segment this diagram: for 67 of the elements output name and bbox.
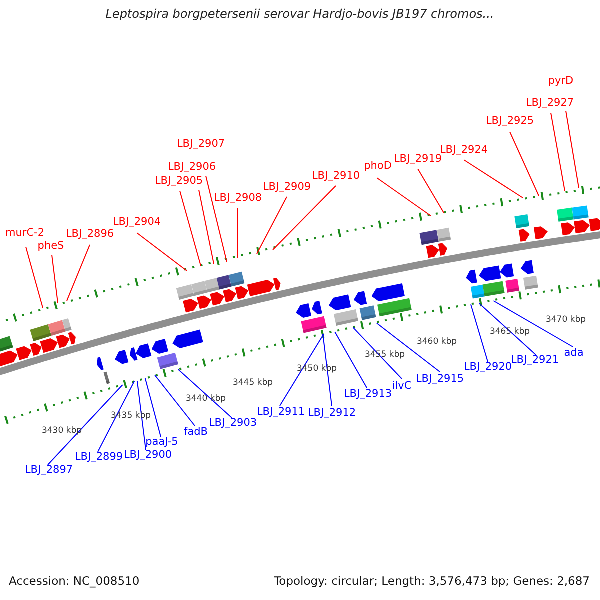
gene-label: LBJ_2906 [168, 161, 216, 173]
leader-line [470, 304, 488, 362]
gene-label: LBJ_2903 [208, 417, 258, 429]
gene-label: LBJ_2900 [124, 449, 172, 461]
gene-label: LBJ_2915 [416, 373, 464, 385]
leader-line [26, 246, 44, 308]
leader-line [493, 300, 574, 348]
gene-label: LBJ_2921 [510, 354, 560, 366]
leader-line [206, 176, 228, 262]
gene-label: phoD [364, 160, 392, 172]
gene-label: fadB [184, 426, 208, 438]
leader-line [464, 160, 524, 198]
leader-line [566, 110, 580, 188]
gene-label: ada [564, 347, 584, 359]
gene-label: LBJ_2896 [66, 228, 114, 240]
leader-line [256, 196, 288, 254]
scale-tick-label: 3445 kbp [232, 378, 274, 388]
leader-line [352, 327, 402, 380]
leader-line [334, 332, 368, 388]
gene-label: LBJ_2927 [526, 97, 574, 109]
gene-label: LBJ_2912 [308, 407, 356, 419]
gene-label: LBJ_2897 [24, 464, 74, 476]
leader-line [376, 178, 432, 216]
gene-label: pyrD [548, 75, 574, 87]
gene-label: paaJ-5 [146, 436, 178, 448]
leader-line [178, 369, 232, 418]
footer-text: Accession: NC_008510 [9, 575, 140, 587]
scale-tick-label: 3460 kbp [416, 337, 458, 347]
gene-label: LBJ_2904 [112, 216, 162, 228]
leader-line [418, 168, 444, 214]
scale-tick-label: 3470 kbp [546, 315, 586, 325]
gene-label: LBJ_2920 [464, 361, 512, 373]
gene-label: LBJ_2910 [312, 170, 360, 182]
gene-label: ilvC [392, 380, 412, 392]
leader-line [478, 303, 536, 356]
leader-line [52, 254, 58, 304]
leader-line [98, 380, 136, 452]
leader-line [322, 334, 332, 406]
scale-tick-label: 3465 kbp [490, 327, 530, 337]
leader-line [510, 132, 540, 196]
leader-line [376, 322, 440, 372]
leader-line [66, 244, 90, 302]
gene-label: LBJ_2899 [74, 451, 124, 463]
leader-line [136, 380, 146, 450]
gene-label: pheS [38, 240, 64, 252]
gene-label: LBJ_2924 [440, 144, 488, 156]
gene-label: LBJ_2911 [256, 406, 306, 418]
leader-line [144, 378, 162, 438]
gene-label: LBJ_2905 [154, 175, 204, 187]
title: Leptospira borgpetersenii serovar Hardjo-bovis JB197 chromos... [106, 8, 494, 20]
gene-label: murC-2 [6, 227, 44, 239]
leader-line [280, 334, 324, 406]
leader-line [136, 232, 188, 272]
leader-line [550, 112, 566, 192]
leader-line [48, 384, 124, 466]
leader-line [154, 374, 196, 426]
gene-label: LBJ_2919 [394, 153, 442, 165]
leader-line [180, 190, 202, 266]
leader-line [272, 186, 336, 250]
scale-tick-label: 3440 kbp [186, 394, 226, 404]
gene-label: LBJ_2907 [176, 138, 226, 150]
gene-label: LBJ_2925 [486, 115, 534, 127]
gene-label: LBJ_2909 [262, 181, 312, 193]
gene-label: LBJ_2908 [214, 192, 262, 204]
leader-line [198, 190, 214, 264]
gene-label: LBJ_2913 [344, 388, 392, 400]
footer-text: Topology: circular; Length: 3,576,473 bp; Genes: 2,687 [274, 575, 590, 587]
